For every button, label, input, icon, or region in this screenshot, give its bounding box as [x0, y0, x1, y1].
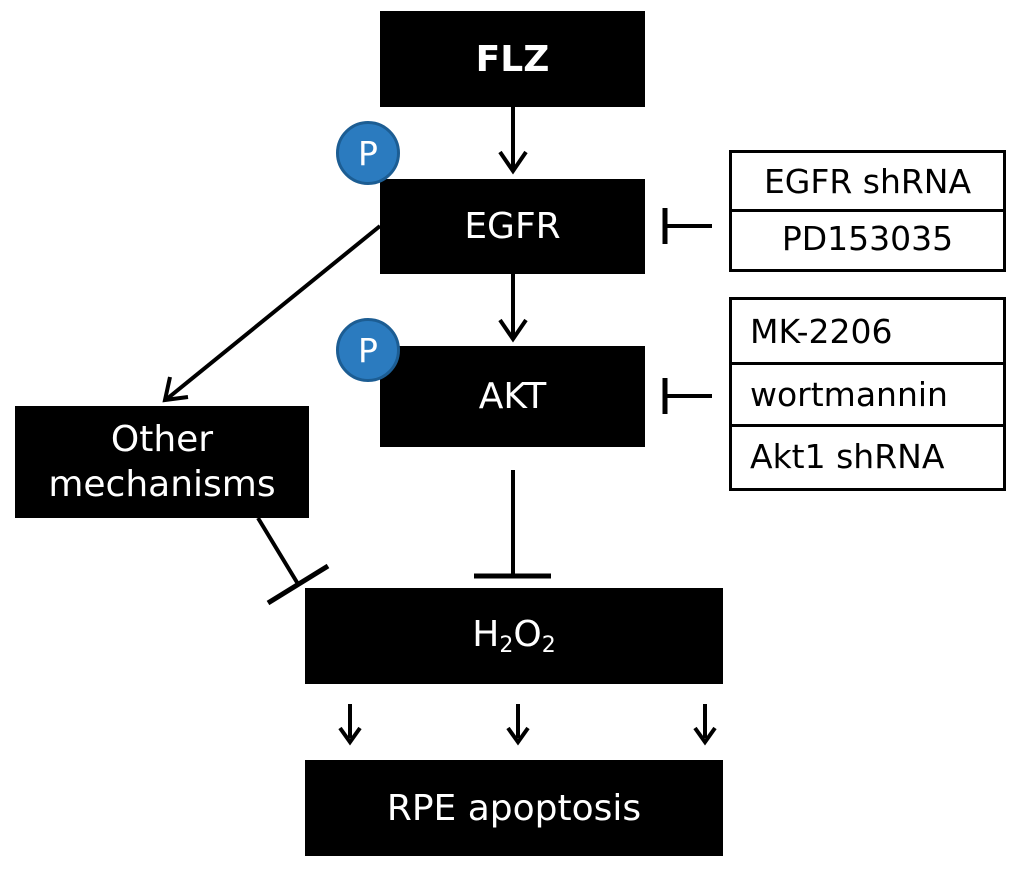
- inhibitor-wortmannin: wortmannin: [732, 362, 1003, 424]
- node-h2o2: H2O2: [305, 588, 723, 684]
- arrow-egfr-to-other-mechanisms: [162, 224, 382, 403]
- inhibitor-akt1-shrna: Akt1 shRNA: [732, 424, 1003, 486]
- inhibition-other-to-h2o2: [256, 516, 330, 606]
- node-flz: FLZ: [380, 11, 645, 107]
- phosphorylation-badge-egfr: P: [336, 121, 400, 185]
- h2o2-sub1: 2: [499, 633, 514, 659]
- h2o2-o: O: [513, 614, 542, 656]
- node-rpe-apoptosis: RPE apoptosis: [305, 760, 723, 856]
- node-other-mechanisms-label: Other mechanisms: [48, 417, 275, 507]
- node-akt-label: AKT: [478, 376, 547, 417]
- node-rpe-apoptosis-label: RPE apoptosis: [386, 787, 642, 829]
- node-other-mechanisms: Other mechanisms: [15, 406, 309, 518]
- arrow-flz-to-egfr: [498, 107, 528, 175]
- phospho-egfr-label: P: [358, 133, 378, 173]
- other-line2: mechanisms: [48, 464, 276, 505]
- h2o2-h: H: [472, 614, 500, 656]
- inhibitor-egfr-shrna: EGFR shRNA: [763, 161, 972, 201]
- inhibitor-pd153035: PD153035: [732, 209, 1003, 265]
- phosphorylation-badge-akt: P: [336, 318, 400, 382]
- arrow-egfr-to-akt: [498, 274, 528, 343]
- node-flz-label: FLZ: [475, 38, 550, 80]
- egfr-inhibitor-list: EGFR shRNA PD153035: [729, 150, 1006, 272]
- inhibition-akt-blockers: [662, 378, 712, 414]
- node-egfr: EGFR: [380, 179, 645, 274]
- inhibition-egfr-blockers: [662, 208, 712, 244]
- other-line1: Other: [110, 419, 214, 460]
- node-h2o2-label: H2O2: [472, 612, 555, 660]
- arrow-h2o2-to-rpe-right: [693, 704, 717, 746]
- inhibition-akt-to-h2o2: [474, 470, 551, 579]
- akt-inhibitor-list: MK-2206 wortmannin Akt1 shRNA: [729, 297, 1006, 491]
- arrow-h2o2-to-rpe-center: [506, 704, 530, 746]
- phospho-akt-label: P: [358, 330, 378, 370]
- inhibitor-mk-2206: MK-2206: [750, 311, 893, 351]
- arrow-h2o2-to-rpe-left: [338, 704, 362, 746]
- node-egfr-label: EGFR: [464, 206, 561, 247]
- h2o2-sub2: 2: [541, 633, 556, 659]
- node-akt: AKT: [380, 346, 645, 447]
